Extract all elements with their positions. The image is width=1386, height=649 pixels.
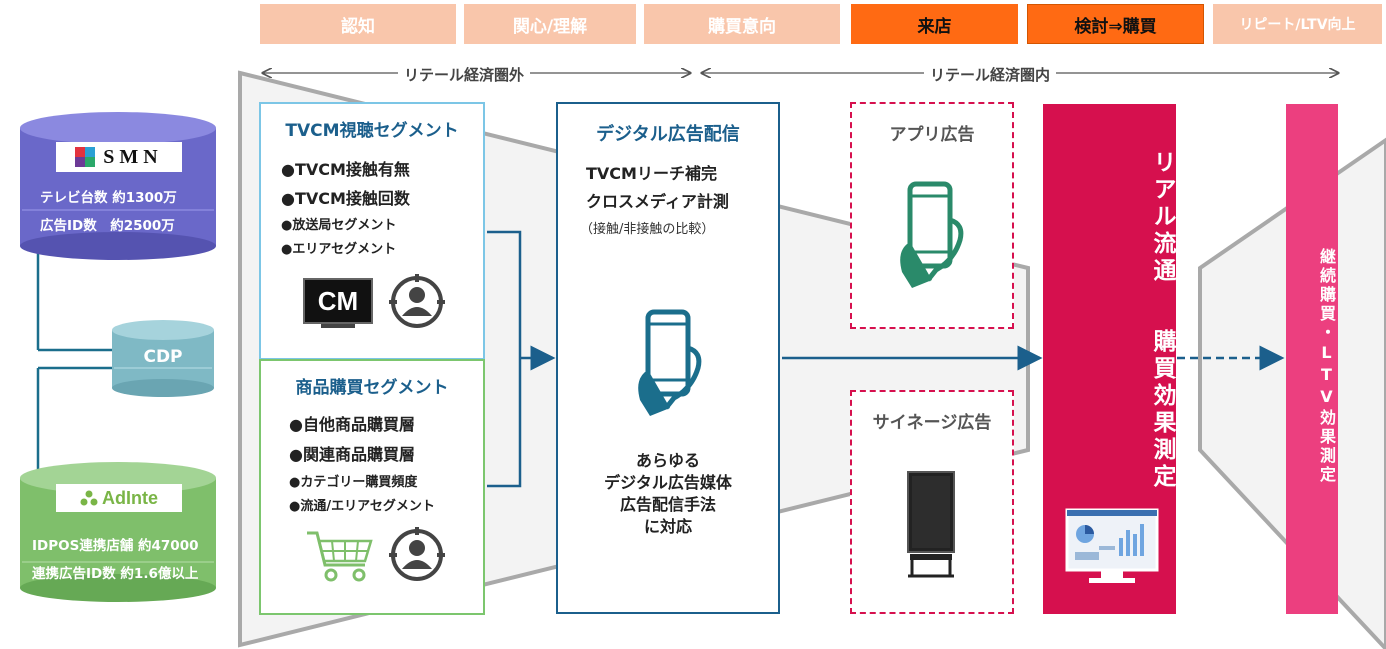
digital-note: （接触/非接触の比較） [580, 222, 715, 237]
purchase-item: ●関連商品購買層 [289, 445, 415, 464]
adinte-store-count: IDPOS連携店舗 約47000 [32, 538, 199, 554]
tv-icon: CM [303, 278, 373, 324]
stage-consider-buy: 検討⇒購買 [1027, 4, 1204, 44]
signage-ad-box: サイネージ広告 [850, 390, 1014, 614]
smn-mark-icon [75, 147, 96, 167]
purchase-segment-title: 商品購買セグメント [295, 378, 449, 398]
smartphone-hand-icon [900, 181, 964, 288]
app-ad-title: アプリ広告 [889, 125, 975, 145]
range-outside-label: リテール経済圏外 [398, 64, 531, 85]
signage-ad-title: サイネージ広告 [872, 413, 992, 433]
database-cylinders [20, 112, 216, 602]
digital-ad-panel: デジタル広告配信 TVCMリーチ補完 クロスメディア計測 （接触/非接触の比較）… [556, 102, 780, 614]
stage-repeat-ltv: リピート/LTV向上 [1213, 4, 1382, 44]
adinte-mark-icon [80, 490, 98, 506]
smn-tv-count: テレビ台数 約1300万 [40, 190, 177, 206]
tv-stand [321, 324, 355, 328]
real-purchase-measure-text: リアル流通 購買効果測定 [1149, 149, 1175, 491]
purchase-sub-item: ●カテゴリー購買頻度 [289, 475, 418, 490]
purchase-segment-panel: 商品購買セグメント ●自他商品購買層 ●関連商品購買層 ●カテゴリー購買頻度 ●… [259, 359, 485, 615]
tvcm-segment-title: TVCM視聴セグメント [285, 121, 459, 141]
ltv-measure-text: 継続購買・LTV効果測定 [1317, 247, 1336, 485]
range-inside-label: リテール経済圏内 [924, 64, 1057, 85]
tvcm-segment-panel: TVCM視聴セグメント ●TVCM接触有無 ●TVCM接触回数 ●放送局セグメン… [259, 102, 485, 360]
real-purchase-measure-bar: リアル流通 購買効果測定 [1043, 104, 1176, 614]
tvcm-item: ●TVCM接触回数 [281, 189, 410, 208]
ltv-measure-bar: 継続購買・LTV効果測定 [1286, 104, 1338, 614]
tvcm-item: ●TVCM接触有無 [281, 160, 410, 179]
signage-icon [907, 471, 955, 578]
shopping-cart-icon [307, 531, 373, 582]
adinte-logo: AdInte [56, 484, 182, 512]
person-target-icon [389, 274, 445, 328]
person-target-icon [389, 527, 445, 581]
stage-interest: 関心/理解 [464, 4, 636, 44]
stage-purchase-intent: 購買意向 [644, 4, 840, 44]
purchase-sub-item: ●流通/エリアセグメント [289, 499, 435, 514]
dashboard-monitor-icon [1065, 508, 1159, 583]
digital-ad-title: デジタル広告配信 [596, 124, 740, 145]
tvcm-sub-item: ●エリアセグメント [281, 242, 397, 257]
stage-visit: 来店 [851, 4, 1018, 44]
tvcm-sub-item: ●放送局セグメント [281, 218, 397, 233]
purchase-item: ●自他商品購買層 [289, 415, 415, 434]
adinte-adid-count: 連携広告ID数 約1.6億以上 [32, 566, 199, 582]
digital-line: クロスメディア計測 [586, 192, 729, 211]
smn-adid-count: 広告ID数 約2500万 [40, 218, 175, 234]
app-ad-box: アプリ広告 [850, 102, 1014, 329]
smartphone-hand-icon [638, 309, 702, 416]
digital-bottom-text: あらゆる デジタル広告媒体 広告配信手法 に対応 [604, 451, 732, 536]
digital-line: TVCMリーチ補完 [586, 164, 717, 183]
cdp-label: CDP [143, 347, 183, 367]
smn-logo: SMN [56, 142, 182, 172]
stage-awareness: 認知 [260, 4, 456, 44]
